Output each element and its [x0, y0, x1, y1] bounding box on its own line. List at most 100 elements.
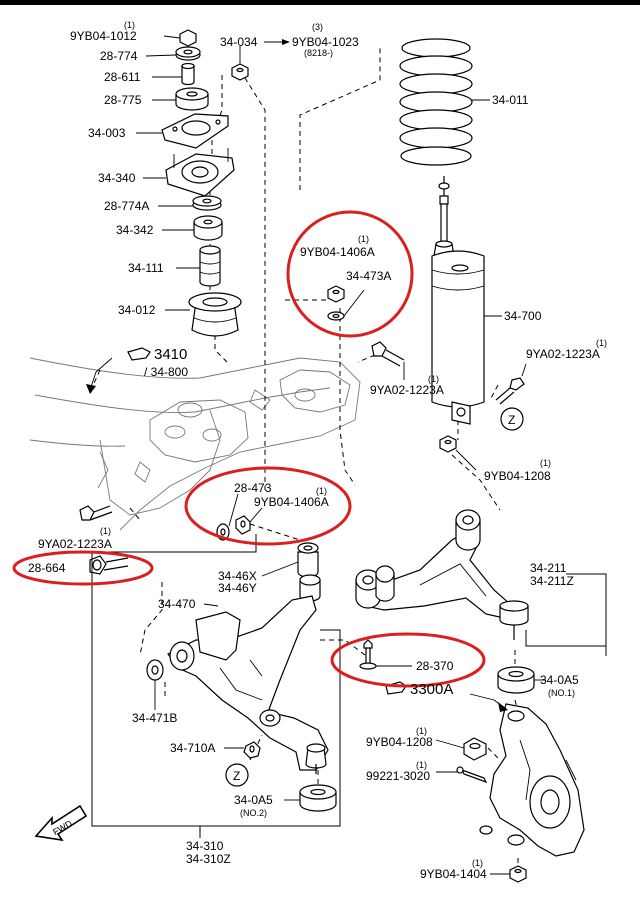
- ref-label-3300a: 3300A: [410, 681, 453, 698]
- zone-z-left: Z: [233, 769, 240, 783]
- shock-absorber-34-700: [431, 176, 502, 425]
- washer-28-473: [216, 493, 239, 541]
- mount-plate-34-003: [136, 113, 229, 149]
- ref-label-34-800: / 34-800: [144, 365, 188, 379]
- part-label: 28-774: [100, 49, 138, 63]
- bushing-28-775: [152, 87, 209, 111]
- leader-3410: [86, 357, 113, 394]
- bolt-9ya02-1223a-mid: [371, 341, 405, 380]
- part-label: 34-111: [128, 261, 164, 275]
- highlight-ring-28-370: [330, 632, 486, 688]
- part-label: 28-774A: [104, 199, 149, 213]
- qty-label: (1): [100, 526, 111, 536]
- top-border: [0, 0, 640, 5]
- part-label: 34-46X: [218, 569, 257, 583]
- part-label: 28-370: [416, 659, 454, 673]
- qty-label: (1): [540, 458, 551, 468]
- qty-label: (1): [472, 858, 483, 868]
- washer-34-471b: [146, 659, 164, 710]
- subframe-outline: [29, 357, 361, 531]
- leader-34-470: [203, 603, 219, 607]
- part-label: 9YB04-1023: [292, 35, 359, 49]
- qty-label: (1): [416, 760, 427, 770]
- part-label: 34-003: [88, 126, 126, 140]
- part-label: 9YB04-1208: [366, 735, 433, 749]
- part-label: 34-473A: [346, 269, 391, 283]
- part-label: 34-034: [220, 35, 258, 49]
- upper-arm-34-211: [355, 509, 529, 640]
- nut-9yb04-1208-low: [435, 737, 487, 761]
- bushing-34-342: [162, 215, 223, 241]
- part-label: 99221-3020: [366, 769, 430, 783]
- highlight-ring-top-nut: [286, 210, 414, 338]
- part-label: 9YA02-1223A: [526, 347, 600, 361]
- part-label: 34-710A: [170, 741, 215, 755]
- part-label: 28-664: [28, 561, 66, 575]
- ref-label-3410: 3410: [154, 346, 187, 363]
- highlight-rings: [12, 210, 486, 688]
- qty-label: (1): [124, 20, 135, 30]
- zone-z-right-circle: [500, 407, 524, 431]
- part-label: 34-470: [158, 597, 196, 611]
- part-label: 9YB04-1406A: [254, 495, 329, 509]
- nut-9yb04-1406a-mid: [235, 507, 263, 535]
- pointer-icon-3410: [127, 347, 151, 361]
- part-label: 28-473: [234, 481, 272, 495]
- part-label: 9YA02-1223A: [370, 383, 444, 397]
- leader-3300a: [469, 693, 508, 712]
- part-label: 34-211: [530, 561, 567, 575]
- nut-34-034: [231, 39, 290, 81]
- part-label: 9YB04-1406A: [300, 245, 375, 259]
- part-label: 34-211Z: [530, 574, 574, 588]
- part-label: 28-775: [104, 93, 142, 107]
- highlight-ring-28-664: [12, 550, 154, 586]
- part-label: 9YA02-1223A: [38, 537, 112, 551]
- qty-label: (1): [358, 234, 369, 244]
- part-label: 9YB04-1208: [484, 469, 551, 483]
- nut-9yb04-1012: [163, 29, 197, 47]
- part-label: 34-700: [504, 309, 542, 323]
- part-label: 34-0A5: [234, 793, 273, 807]
- bolt-28-370: [359, 639, 412, 670]
- washer-28-774: [145, 46, 201, 61]
- bushing-34-46x: [297, 542, 321, 602]
- note-label: (NO.2): [240, 808, 267, 818]
- zone-z-left-circle: [225, 763, 249, 787]
- note-label: (NO.1): [548, 688, 575, 698]
- part-label: 34-46Y: [218, 581, 257, 595]
- part-label: 34-310Z: [186, 852, 231, 866]
- frame-34-310: [91, 534, 341, 838]
- note-label: (8218-): [304, 48, 333, 58]
- boot-34-0a5-no2: [284, 784, 337, 812]
- fwd-arrow-icon: [34, 804, 88, 842]
- qty-label: (1): [416, 726, 427, 736]
- bolt-9ya02-1223a-left: [79, 505, 113, 521]
- part-labels: (1) 9YB04-1012 28-774 28-611 28-775 34-0…: [28, 20, 607, 881]
- zone-z-right: Z: [508, 413, 515, 427]
- boot-34-0a5-no1: [497, 666, 546, 694]
- part-label: 9YB04-1012: [70, 29, 137, 43]
- dust-boot-34-012: [165, 292, 242, 337]
- part-label: 34-011: [492, 93, 529, 107]
- washer-28-774a: [158, 195, 222, 211]
- nut-9yb04-1404: [490, 865, 527, 883]
- qty-label: (1): [316, 486, 327, 496]
- nut-34-710a: [224, 741, 261, 759]
- collar-28-611: [152, 62, 195, 86]
- lower-arm-34-310: [167, 595, 329, 774]
- nut-9yb04-1406a-top: [327, 285, 345, 303]
- frame-34-211: [525, 573, 607, 656]
- qty-label: (1): [596, 338, 607, 348]
- bump-stop-34-111: [176, 245, 221, 287]
- nut-9yb04-1208-right: [439, 435, 477, 471]
- coil-spring-34-011: [399, 38, 490, 166]
- part-label: 34-0A5: [540, 673, 579, 687]
- qty-label: (3): [312, 22, 323, 32]
- part-label: 34-471B: [132, 711, 177, 725]
- highlight-ring-mid-nut: [184, 466, 352, 546]
- mount-34-340: [143, 148, 235, 197]
- part-label: 34-342: [116, 223, 154, 237]
- bolt-9ya02-1223a-right: [495, 363, 527, 405]
- cotter-pin-99221-3020: [436, 766, 488, 784]
